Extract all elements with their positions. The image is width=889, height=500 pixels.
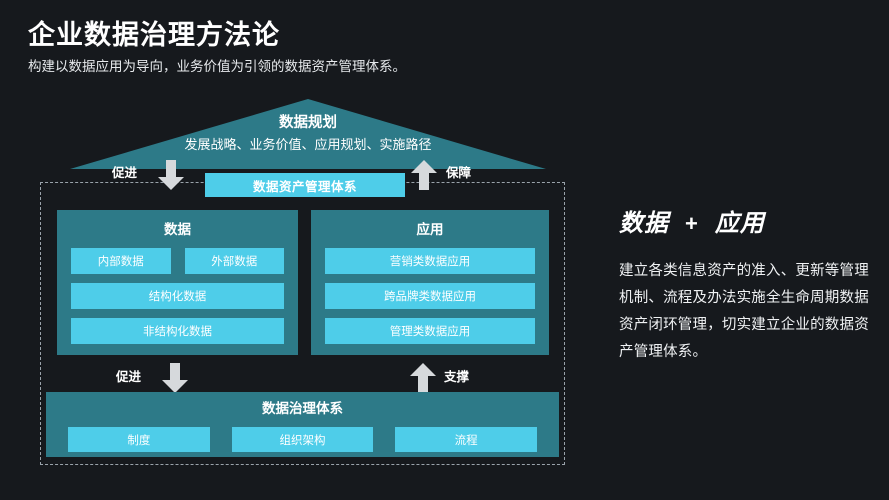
right-heading: 数据 + 应用	[619, 208, 869, 240]
chip-institution[interactable]: 制度	[68, 427, 210, 452]
chip-process[interactable]: 流程	[395, 427, 538, 452]
flow-label-top-right: 保障	[446, 166, 472, 180]
right-heading-left: 数据	[619, 210, 669, 237]
arrow-up-icon-top	[411, 160, 437, 190]
arrow-down-icon-top	[158, 160, 184, 190]
panel-governance-row: 制度 组织架构 流程	[46, 427, 559, 452]
page-header: 企业数据治理方法论 构建以数据应用为导向，业务价值为引领的数据资产管理体系。	[28, 18, 628, 76]
page-subtitle: 构建以数据应用为导向，业务价值为引领的数据资产管理体系。	[28, 59, 406, 74]
flow-label-bottom-left: 促进	[116, 370, 142, 384]
page-title: 企业数据治理方法论	[28, 20, 280, 50]
flow-label-bottom-right: 支撑	[444, 370, 470, 384]
chip-management-data-app[interactable]: 管理类数据应用	[325, 318, 535, 344]
roof-triangle-shape	[70, 99, 546, 169]
roof-planning-block: 数据规划 发展战略、业务价值、应用规划、实施路径	[70, 99, 546, 169]
flow-label-top-left: 促进	[112, 166, 138, 180]
panel-application-row-2: 跨品牌类数据应用	[311, 283, 549, 309]
chip-marketing-data-app[interactable]: 营销类数据应用	[325, 248, 535, 274]
right-text-column: 数据 + 应用 建立各类信息资产的准入、更新等管理机制、流程及办法实施全生命周期…	[619, 208, 869, 366]
chip-internal-data[interactable]: 内部数据	[71, 248, 171, 274]
governance-diagram: 数据规划 发展战略、业务价值、应用规划、实施路径 促进 保障 数据资产管理体系 …	[40, 99, 565, 465]
panel-governance-title: 数据治理体系	[262, 401, 343, 416]
panel-application-title: 应用	[416, 222, 444, 237]
chip-structured-data[interactable]: 结构化数据	[71, 283, 284, 309]
right-body-text: 建立各类信息资产的准入、更新等管理机制、流程及办法实施全生命周期数据资产闭环管理…	[619, 263, 869, 360]
chip-cross-brand-data-app[interactable]: 跨品牌类数据应用	[325, 283, 535, 309]
panel-data-row-1: 内部数据 外部数据	[57, 248, 298, 274]
right-heading-right: 应用	[714, 210, 765, 237]
chip-organization-structure[interactable]: 组织架构	[231, 427, 374, 452]
panel-data-row-3: 非结构化数据	[57, 318, 298, 344]
plus-icon: +	[685, 211, 699, 236]
arrow-down-icon-bottom	[162, 363, 188, 393]
chip-unstructured-data[interactable]: 非结构化数据	[71, 318, 284, 344]
panel-data-row-2: 结构化数据	[57, 283, 298, 309]
arrow-up-icon-bottom	[410, 363, 436, 393]
panel-data-title: 数据	[164, 222, 191, 237]
chip-external-data[interactable]: 外部数据	[184, 248, 284, 274]
asset-management-system-chip[interactable]: 数据资产管理体系	[205, 173, 405, 197]
panel-application-row-1: 营销类数据应用	[311, 248, 549, 274]
panel-application: 应用 营销类数据应用 跨品牌类数据应用 管理类数据应用	[311, 210, 549, 355]
panel-data: 数据 内部数据 外部数据 结构化数据 非结构化数据	[57, 210, 298, 355]
panel-governance: 数据治理体系 制度 组织架构 流程	[46, 392, 559, 457]
panel-application-row-3: 管理类数据应用	[311, 318, 549, 344]
